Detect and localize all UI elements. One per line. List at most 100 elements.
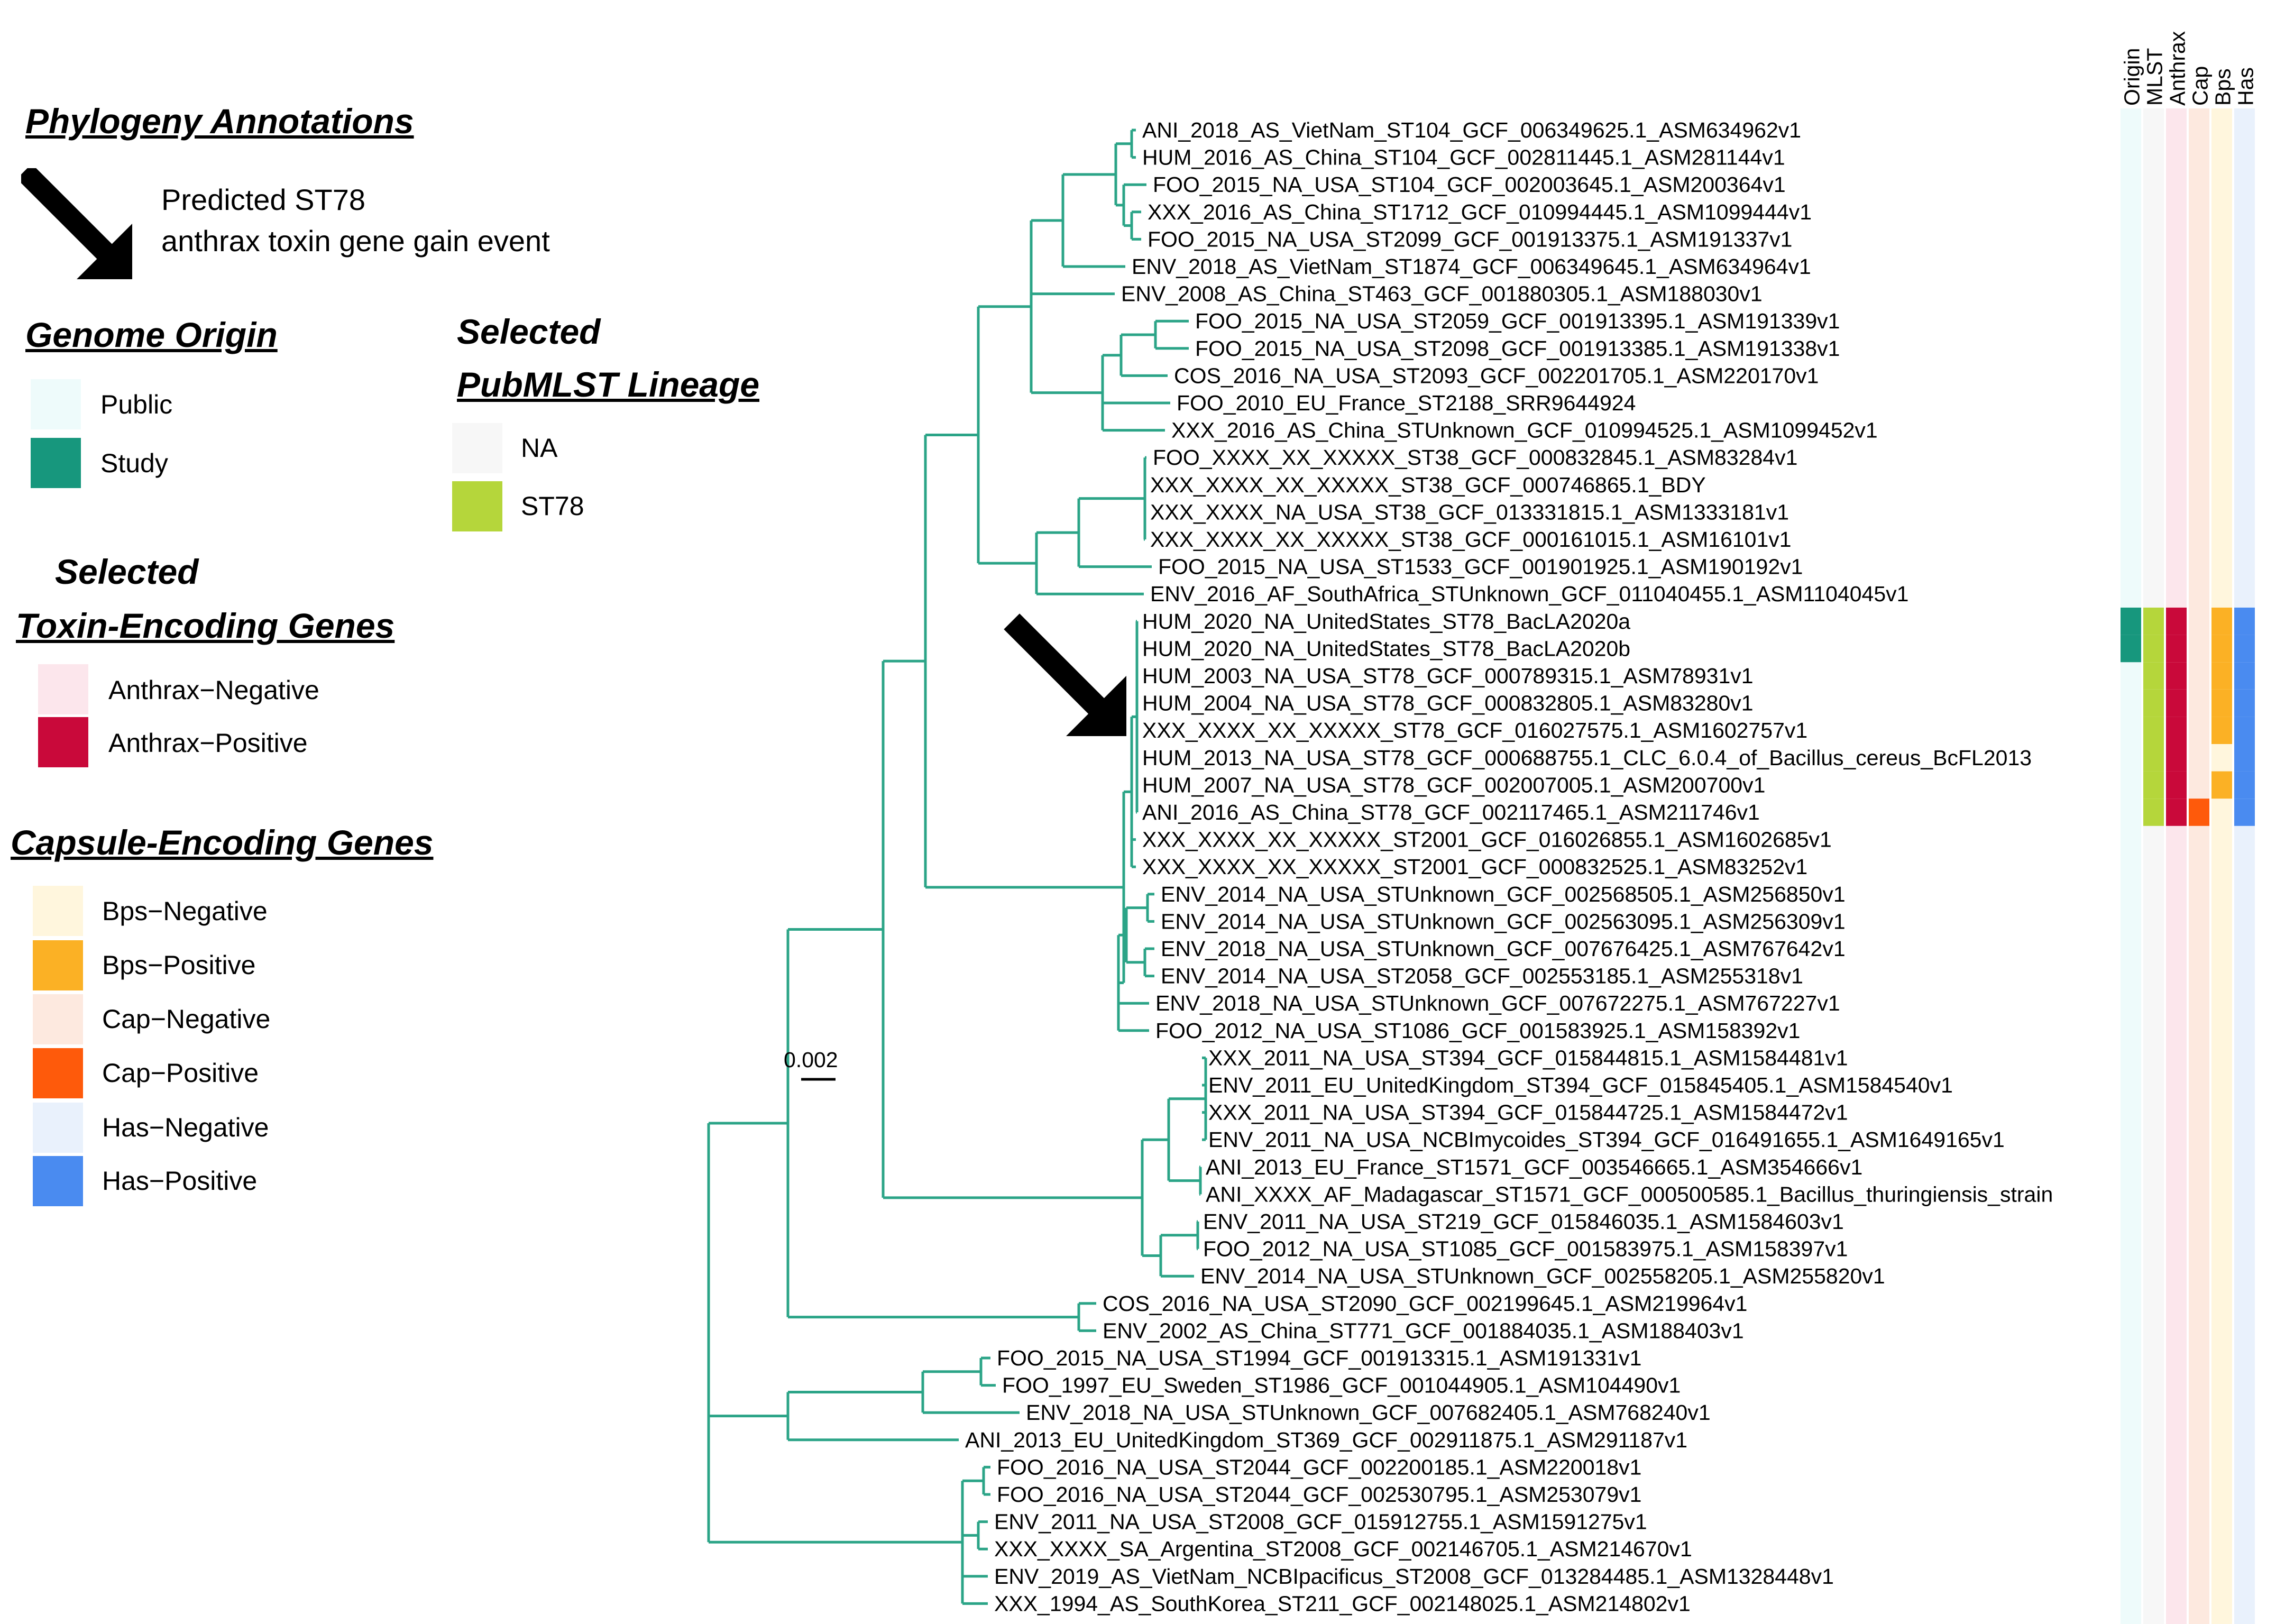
heatmap-cell [2234, 771, 2255, 799]
heatmap-cell [2211, 635, 2232, 663]
arrow-note-line1: Predicted ST78 [161, 183, 365, 216]
tree-tip-label: XXX_XXXX_XX_XXXXX_ST78_GCF_016027575.1_A… [1142, 718, 1807, 742]
tree-tip-label: FOO_XXXX_XX_XXXXX_ST38_GCF_000832845.1_A… [1153, 445, 1797, 470]
tree-tip-label: FOO_2010_EU_France_ST2188_SRR9644924 [1177, 391, 1636, 415]
heatmap-cell [2234, 744, 2255, 772]
tree-tip-label: ENV_2018_NA_USA_STUnknown_GCF_007682405.… [1026, 1400, 1711, 1425]
heatmap-column-bg [2143, 108, 2164, 1624]
heatmap-cell [2166, 635, 2187, 663]
heatmap-cell [2234, 635, 2255, 663]
scale-bar-label: 0.002 [784, 1048, 838, 1072]
legend-label-cap-positive: Cap−Positive [102, 1058, 259, 1088]
tree-tip-label: FOO_2012_NA_USA_ST1085_GCF_001583975.1_A… [1203, 1237, 1848, 1261]
heatmap-cell [2211, 608, 2232, 635]
tree-tip-label: ENV_2011_NA_USA_NCBImycoides_ST394_GCF_0… [1208, 1127, 2005, 1152]
heatmap-cell [2166, 744, 2187, 772]
heatmap-cell [2234, 608, 2255, 635]
tree-tip-label: FOO_2016_NA_USA_ST2044_GCF_002200185.1_A… [997, 1455, 1641, 1479]
tree-tip-label: ENV_2019_AS_VietNam_NCBIpacificus_ST2008… [994, 1564, 1834, 1589]
tree-tip-label: ENV_2014_NA_USA_ST2058_GCF_002553185.1_A… [1161, 964, 1803, 988]
heatmap-column-bg [2189, 108, 2209, 1624]
heatmap-cell [2166, 771, 2187, 799]
heatmap-column-header: Anthrax [2165, 31, 2190, 106]
heatmap-column-header: Origin [2120, 48, 2144, 106]
legend-label-st78: ST78 [521, 491, 584, 521]
tree-tip-label: XXX_XXXX_NA_USA_ST38_GCF_013331815.1_ASM… [1150, 500, 1789, 524]
tree-tip-label: XXX_1994_AS_SouthKorea_ST211_GCF_0021480… [994, 1591, 1691, 1616]
tree-tip-label: FOO_2012_NA_USA_ST1086_GCF_001583925.1_A… [1155, 1019, 1800, 1043]
heatmap-cell [2211, 662, 2232, 690]
tree-tip-label: HUM_2020_NA_UnitedStates_ST78_BacLA2020a [1142, 609, 1630, 634]
tree-tip-label: ENV_2011_NA_USA_ST219_GCF_015846035.1_AS… [1203, 1209, 1844, 1234]
legend-label-bps-negative: Bps−Negative [102, 896, 268, 926]
legend-swatch-anthrax-negative [38, 664, 88, 714]
capsule-title: Capsule-Encoding Genes [11, 823, 434, 862]
tree-tip-label: HUM_2016_AS_China_ST104_GCF_002811445.1_… [1142, 145, 1785, 170]
tree-tip-label: XXX_2011_NA_USA_ST394_GCF_015844815.1_AS… [1208, 1045, 1848, 1070]
heatmap-cell [2166, 689, 2187, 717]
tree-tip-label: HUM_2004_NA_USA_ST78_GCF_000832805.1_ASM… [1142, 691, 1754, 715]
toxin-title-line2: Toxin-Encoding Genes [16, 606, 395, 645]
heatmap-column-bg [2121, 108, 2141, 1624]
heatmap-column-bg [2166, 108, 2187, 1624]
tree-tip-label: FOO_2015_NA_USA_ST1994_GCF_001913315.1_A… [997, 1346, 1641, 1370]
legend-label-has-positive: Has−Positive [102, 1166, 258, 1196]
heatmap-cell [2143, 689, 2164, 717]
heatmap-cell [2143, 717, 2164, 744]
tree-tip-label: ENV_2018_AS_VietNam_ST1874_GCF_006349645… [1132, 254, 1811, 279]
legend-arrow-icon [21, 168, 132, 279]
legend-label-has-negative: Has−Negative [102, 1113, 269, 1142]
tree-tip-label: COS_2016_NA_USA_ST2090_GCF_002199645.1_A… [1103, 1291, 1747, 1316]
legend-swatch-cap-positive [33, 1048, 83, 1098]
heatmap-cell [2166, 662, 2187, 690]
heatmap-cell [2211, 771, 2232, 799]
heatmap-cell [2121, 635, 2141, 663]
tree-tip-label: XXX_XXXX_XX_XXXXX_ST2001_GCF_000832525.1… [1142, 855, 1807, 879]
tree-tip-label: ANI_2013_EU_UnitedKingdom_ST369_GCF_0029… [965, 1428, 1687, 1452]
legend-swatch-na [452, 423, 502, 473]
heatmap-column-bg [2234, 108, 2255, 1624]
st78-gain-arrow-icon [1004, 613, 1126, 736]
legend-swatch-anthrax-positive [38, 717, 88, 767]
phylogeny-annotations-title: Phylogeny Annotations [25, 102, 414, 141]
legend-swatch-public [31, 379, 81, 429]
tree-branches [707, 129, 1207, 1605]
tree-tip-label: HUM_2020_NA_UnitedStates_ST78_BacLA2020b [1142, 636, 1630, 660]
tree-tip-label: ANI_2018_AS_VietNam_ST104_GCF_006349625.… [1142, 118, 1801, 142]
legend-label-na: NA [521, 433, 558, 463]
heatmap-cell [2143, 635, 2164, 663]
legend-swatch-st78 [452, 481, 502, 531]
heatmap-column-header: Has [2234, 67, 2258, 106]
heatmap-column-bg [2211, 108, 2232, 1624]
tree-tip-label: FOO_1997_EU_Sweden_ST1986_GCF_001044905.… [1002, 1373, 1681, 1398]
tree-tip-label: ANI_2016_AS_China_ST78_GCF_002117465.1_A… [1142, 800, 1760, 824]
tree-tip-labels: ANI_2018_AS_VietNam_ST104_GCF_006349625.… [965, 118, 2053, 1616]
legend-swatch-cap-negative [33, 994, 83, 1044]
heatmap-cell [2234, 689, 2255, 717]
heatmap-cells [2121, 608, 2255, 826]
genome-origin-title: Genome Origin [25, 315, 278, 354]
heatmap-cell [2234, 799, 2255, 826]
tree-tip-label: ENV_2014_NA_USA_STUnknown_GCF_002558205.… [1200, 1264, 1885, 1288]
heatmap-column-header: Cap [2188, 66, 2213, 106]
heatmap-cell [2234, 717, 2255, 744]
legend-label-public: Public [100, 390, 173, 419]
tree-tip-label: XXX_XXXX_XX_XXXXX_ST38_GCF_000161015.1_A… [1150, 527, 1792, 552]
tree-tip-label: XXX_2016_AS_China_ST1712_GCF_010994445.1… [1148, 200, 1812, 224]
tree-tip-label: XXX_XXXX_SA_Argentina_ST2008_GCF_0021467… [994, 1537, 1692, 1561]
tree-tip-label: FOO_2015_NA_USA_ST2099_GCF_001913375.1_A… [1148, 227, 1792, 251]
toxin-title-line1: Selected [55, 552, 199, 591]
heatmap-cell [2143, 608, 2164, 635]
tree-tip-label: FOO_2015_NA_USA_ST2098_GCF_001913385.1_A… [1195, 336, 1840, 361]
heatmap-cell [2143, 799, 2164, 826]
tree-tip-label: ENV_2008_AS_China_ST463_GCF_001880305.1_… [1121, 282, 1763, 306]
legend-label-cap-negative: Cap−Negative [102, 1004, 271, 1034]
tree-tip-label: HUM_2003_NA_USA_ST78_GCF_000789315.1_ASM… [1142, 664, 1754, 688]
tree-tip-label: ENV_2011_NA_USA_ST2008_GCF_015912755.1_A… [994, 1510, 1647, 1534]
heatmap-column-header: Bps [2211, 68, 2235, 106]
heatmap-cell [2166, 608, 2187, 635]
tree-tip-label: FOO_2015_NA_USA_ST104_GCF_002003645.1_AS… [1153, 172, 1786, 197]
heatmap-cell [2234, 662, 2255, 690]
